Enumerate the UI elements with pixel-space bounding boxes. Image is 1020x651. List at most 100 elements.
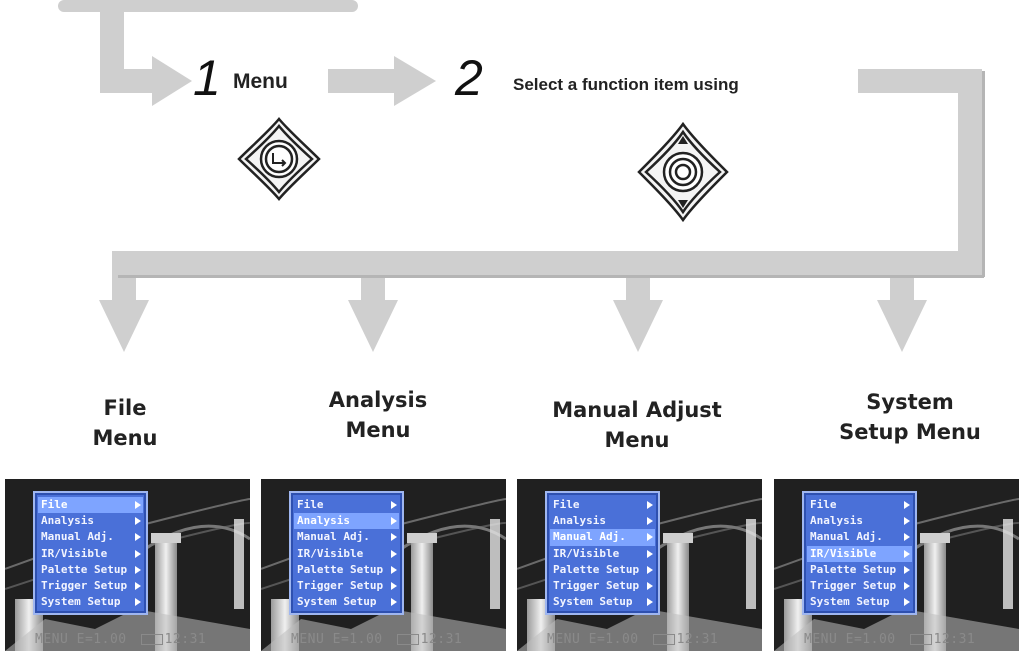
camera-menu-item-label: Analysis (553, 514, 606, 528)
camera-menu-item-label: System Setup (41, 595, 121, 609)
status-time: 12:31 (420, 632, 463, 647)
submenu-arrow-icon (647, 565, 653, 574)
camera-menu-item-label: IR/Visible (553, 546, 620, 560)
status-time: 12:31 (164, 632, 207, 647)
status-time: 12:31 (676, 632, 719, 647)
camera-status-bar: MENU E=1.00 12:31 (547, 632, 718, 647)
camera-menu-item[interactable]: Palette Setup (294, 562, 399, 578)
submenu-arrow-icon (391, 581, 397, 590)
status-emissivity: E=1.00 (845, 632, 896, 647)
camera-menu-item[interactable]: Palette Setup (807, 562, 912, 578)
camera-menu-item-label: Analysis (41, 514, 94, 528)
camera-menu-item[interactable]: IR/Visible (550, 546, 655, 562)
battery-icon (652, 634, 675, 645)
camera-menu-item[interactable]: File (550, 497, 655, 513)
camera-menu-item[interactable]: IR/Visible (294, 546, 399, 562)
status-emissivity: E=1.00 (588, 632, 639, 647)
branch-head-file (99, 300, 149, 352)
camera-menu-item[interactable]: File (294, 497, 399, 513)
submenu-arrow-icon (904, 549, 910, 558)
submenu-arrow-icon (904, 533, 910, 542)
camera-menu-item[interactable]: Analysis (550, 513, 655, 529)
camera-menu-item[interactable]: Manual Adj. (550, 529, 655, 546)
battery-icon (140, 634, 163, 645)
camera-menu-item[interactable]: Trigger Setup (807, 578, 912, 594)
camera-menu-item-label: IR/Visible (41, 546, 108, 560)
arrow-head-to-step1 (152, 56, 192, 106)
camera-menu-item-label: Manual Adj. (41, 530, 114, 544)
submenu-arrow-icon (135, 533, 141, 542)
submenu-arrow-icon (904, 517, 910, 526)
branch-head-system (877, 300, 927, 352)
submenu-arrow-icon (647, 501, 653, 509)
arrow-shaft-to-step2 (328, 69, 396, 93)
camera-menu-item[interactable]: Manual Adj. (294, 529, 399, 545)
submenu-arrow-icon (391, 565, 397, 574)
camera-menu-item[interactable]: System Setup (807, 594, 912, 610)
joystick-updown-icon (637, 121, 729, 223)
camera-menu-item-label: Palette Setup (41, 562, 128, 576)
camera-menu-item-label: File (41, 498, 68, 511)
camera-menu-item[interactable]: Manual Adj. (807, 529, 912, 545)
camera-menu-item-label: Palette Setup (553, 562, 640, 576)
submenu-arrow-icon (904, 581, 910, 590)
camera-menu-item-label: IR/Visible (810, 546, 877, 560)
camera-menu-item-label: Trigger Setup (553, 578, 640, 592)
camera-menu-item[interactable]: System Setup (294, 594, 399, 610)
camera-menu-item[interactable]: Palette Setup (38, 562, 143, 578)
camera-menu-item[interactable]: Analysis (807, 513, 912, 529)
branch-head-analysis (348, 300, 398, 352)
submenu-arrow-icon (647, 549, 653, 558)
camera-menu-item-label: File (553, 498, 580, 511)
camera-menu-item-label: Palette Setup (810, 562, 897, 576)
camera-menu-item-label: Manual Adj. (297, 530, 370, 544)
submenu-arrow-icon (904, 565, 910, 574)
camera-menu-item-label: Trigger Setup (41, 578, 128, 592)
camera-menu-item[interactable]: IR/Visible (807, 545, 912, 562)
camera-menu-item-label: File (297, 498, 324, 511)
step-2-label: Select a function item using (513, 75, 739, 94)
status-time: 12:31 (933, 632, 976, 647)
arrow-shaft-to-step1 (100, 69, 155, 93)
submenu-arrow-icon (647, 581, 653, 590)
camera-menu-item[interactable]: File (38, 497, 143, 514)
camera-menu-item[interactable]: Trigger Setup (38, 578, 143, 594)
submenu-arrow-icon (135, 501, 141, 509)
camera-menu-item[interactable]: Analysis (38, 513, 143, 529)
submenu-arrow-icon (391, 501, 397, 509)
joystick-enter-icon (237, 117, 321, 201)
camera-menu-item[interactable]: System Setup (550, 594, 655, 610)
camera-menu-item[interactable]: Trigger Setup (550, 578, 655, 594)
camera-menu-item-label: Trigger Setup (810, 578, 897, 592)
camera-menu-item[interactable]: Palette Setup (550, 562, 655, 578)
camera-menu-item[interactable]: System Setup (38, 594, 143, 610)
camera-menu-item[interactable]: IR/Visible (38, 546, 143, 562)
camera-menu-item[interactable]: File (807, 497, 912, 513)
submenu-arrow-icon (391, 549, 397, 558)
submenu-arrow-icon (904, 501, 910, 509)
camera-menu-item[interactable]: Analysis (294, 513, 399, 530)
camera-menu-item-label: File (810, 498, 837, 511)
camera-menu-item-label: IR/Visible (297, 546, 364, 560)
submenu-arrow-icon (391, 517, 397, 526)
camera-menu-item[interactable]: Trigger Setup (294, 578, 399, 594)
submenu-arrow-icon (135, 581, 141, 590)
submenu-arrow-icon (135, 598, 141, 607)
submenu-arrow-icon (135, 565, 141, 574)
camera-menu-item-label: System Setup (553, 595, 633, 609)
camera-menu-item[interactable]: Manual Adj. (38, 529, 143, 545)
submenu-arrow-icon (391, 533, 397, 542)
status-mode: MENU (547, 632, 581, 647)
camera-menu-item-label: Trigger Setup (297, 578, 384, 592)
